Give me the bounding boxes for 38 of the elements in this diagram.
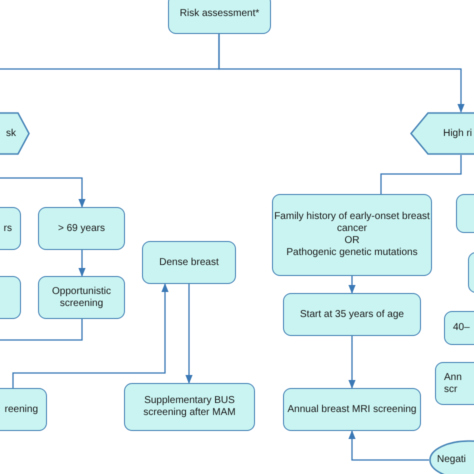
hexagon-node [0,112,30,155]
arrow [348,336,356,389]
node-text: Annual breast MRI screening [288,404,416,416]
node-text: Dense breast [159,256,219,268]
arrow [348,430,429,461]
process-box [435,362,474,405]
node-text: Pathogenic genetic mutations [286,247,418,259]
node-text: High ri [443,128,472,140]
connector-line [380,155,462,194]
process-box [124,383,255,431]
node-text: Start at 35 years of age [300,308,404,320]
node-text: Family history of early-onset breast cancer [273,211,431,235]
process-box [283,388,421,431]
node-text: 40– [453,322,470,334]
process-box [283,293,421,336]
process-box [142,241,236,284]
connector-line [0,319,83,341]
node-text: rs [4,222,12,234]
arrow [218,34,465,113]
arrow [78,250,86,277]
arrow [0,177,86,208]
hexagon-node [410,112,474,155]
node-text: > 69 years [58,222,105,234]
node-text: Opportunistic screening [51,286,112,310]
node-text: Supplementary BUS screening after MAM [142,395,237,419]
process-box [38,207,125,250]
node-text: OR [344,235,360,247]
arrow [348,276,356,294]
arrow [185,284,193,384]
node-text: Risk assessment* [180,8,260,20]
process-box [38,276,125,319]
node-text: sk [6,128,16,140]
arrow [12,283,169,388]
process-box [168,0,271,34]
node-text: Ann scr [444,372,462,396]
node-text: reening [4,404,38,416]
node-text: Negati [437,454,466,466]
process-box [272,194,432,276]
